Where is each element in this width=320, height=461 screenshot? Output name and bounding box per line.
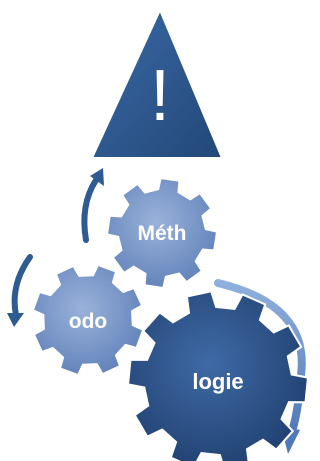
curved-arrow-up-icon	[81, 168, 104, 243]
gear-odo	[31, 263, 145, 377]
gear-logie	[127, 290, 309, 461]
gear-icon	[127, 290, 309, 461]
gear-label-logie: logie	[192, 369, 243, 394]
gear-meth	[105, 176, 219, 290]
curved-arrow-down-left-icon	[7, 254, 33, 327]
gear-label-meth: Méth	[138, 222, 187, 245]
gear-icon	[31, 263, 145, 377]
warning-triangle-icon: !	[90, 7, 224, 159]
warning-symbol: !	[150, 56, 170, 136]
gear-icon	[105, 176, 219, 290]
gear-label-odo: odo	[69, 310, 107, 333]
